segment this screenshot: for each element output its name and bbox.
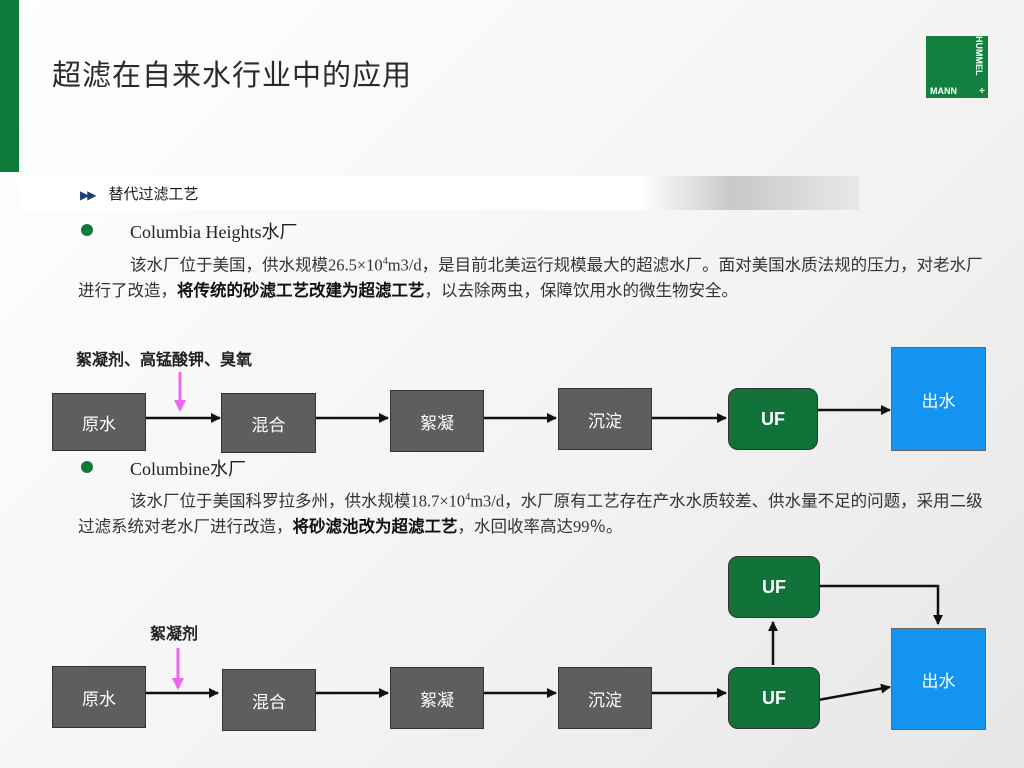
case1-para-b: m3/d，是目前北美运行规模最大的超滤水厂。面对美国水质法规的压力，对老水厂进行…	[78, 255, 983, 300]
case2-para-bold: 将砂滤池改为超滤工艺	[292, 516, 458, 536]
bullet-dot-case1	[81, 224, 93, 236]
c1-step-raw-water: 原水	[52, 393, 146, 451]
c2-step-uf-secondary: UF	[728, 556, 820, 618]
case1-paragraph: 该水厂位于美国，供水规模26.5×104m3/d，是目前北美运行规模最大的超滤水…	[78, 249, 992, 303]
double-arrow-icon: ▶▶	[80, 188, 97, 202]
c1-step-uf: UF	[728, 388, 818, 450]
c2-step-raw-water: 原水	[52, 666, 146, 728]
left-accent-bar	[0, 0, 19, 172]
c2-step-flocculation: 絮凝	[390, 667, 484, 729]
c1-output-water: 出水	[891, 347, 986, 451]
c2-output-water: 出水	[891, 628, 986, 730]
c1-step-sedimentation: 沉淀	[558, 388, 652, 450]
subheader-text: 替代过滤工艺	[108, 185, 199, 203]
case2-para-c: ，水回收率高达99％。	[457, 516, 623, 536]
c2-step-uf-primary: UF	[728, 667, 820, 729]
c2-step-sedimentation: 沉淀	[558, 667, 652, 729]
section-subheader: ▶▶ 替代过滤工艺	[80, 183, 198, 204]
c1-step-mixing: 混合	[221, 393, 316, 453]
c2-step-mixing: 混合	[222, 669, 316, 731]
slide-title: 超滤在自来水行业中的应用	[52, 58, 413, 92]
mann-hummel-logo: HUMMEL MANN +	[926, 36, 988, 98]
subheader-band	[19, 176, 859, 210]
logo-plus: +	[979, 86, 985, 97]
case1-title: Columbia Heights水厂	[130, 222, 298, 242]
case1-para-sup: 4	[382, 256, 388, 267]
case2-para-b: m3/d，水厂原有工艺存在产水水质较差、供水量不足的问题，采用二级过滤系统对老水…	[78, 491, 983, 536]
case1-chemical-label: 絮凝剂、高锰酸钾、臭氧	[76, 350, 253, 369]
c2-arrow-out	[817, 683, 891, 702]
case1-para-bold: 将传统的砂滤工艺改建为超滤工艺	[177, 280, 425, 300]
case1-para-c: ，以去除两虫，保障饮用水的微生物安全。	[424, 280, 739, 300]
case1-para-a: 该水厂位于美国，供水规模26.5×10	[130, 255, 383, 275]
case2-title: Columbine水厂	[130, 459, 246, 479]
case2-chemical-label: 絮凝剂	[150, 624, 199, 643]
case2-para-sup: 4	[465, 492, 471, 503]
c1-step-flocculation: 絮凝	[390, 390, 484, 452]
bullet-dot-case2	[81, 461, 93, 473]
c2-arrow-top	[818, 584, 943, 625]
logo-mann-text: MANN	[930, 86, 957, 96]
case2-paragraph: 该水厂位于美国科罗拉多州，供水规模18.7×104m3/d，水厂原有工艺存在产水…	[78, 485, 992, 539]
case2-para-a: 该水厂位于美国科罗拉多州，供水规模18.7×10	[130, 491, 466, 511]
